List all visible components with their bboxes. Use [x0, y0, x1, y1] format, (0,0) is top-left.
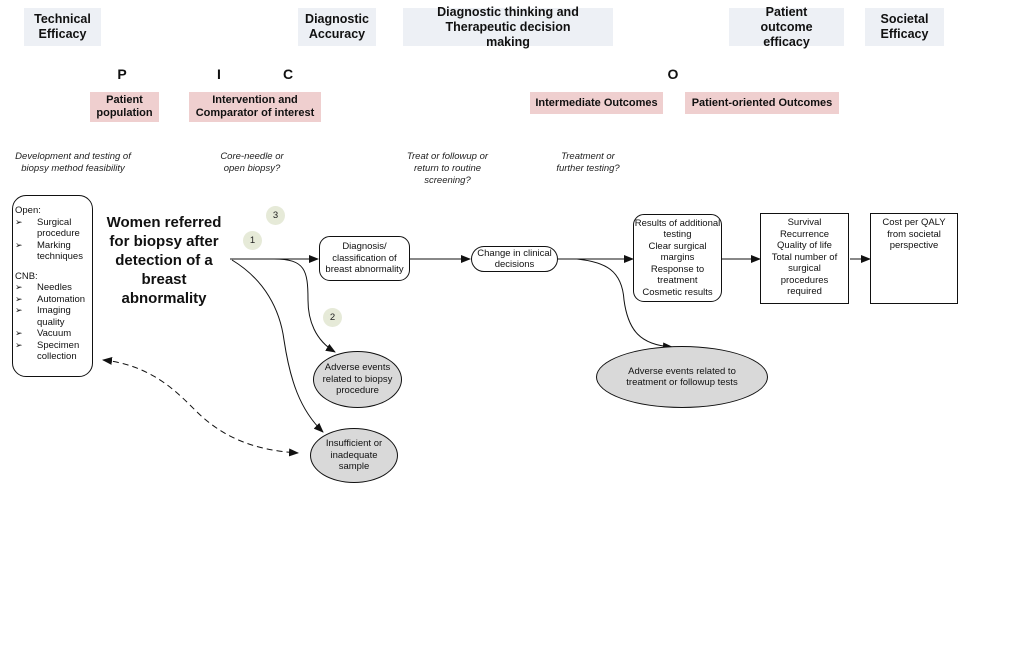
node-insufficient-sample: Insufficient or inadequate sample: [310, 428, 398, 483]
key-question-1: 1: [243, 231, 262, 250]
node-patient-outcomes: Survival Recurrence Quality of life Tota…: [760, 213, 849, 304]
feasibility-group-open: Open: ➢ Surgical procedure ➢ Marking techn…: [15, 205, 90, 263]
feasibility-group-title: Open:: [15, 205, 41, 216]
arrow-to-adverse-treatment: [576, 258, 673, 351]
node-adverse-events-treatment: Adverse events related to treatment or f…: [596, 346, 768, 408]
pico-letter-i: I: [217, 66, 221, 82]
pico-letter-o: O: [667, 66, 679, 82]
intermediate-outcome-item: Clear surgical margins: [648, 240, 707, 264]
feasibility-item: ➢ Specimen collection: [15, 340, 90, 363]
feasibility-item: ➢ Automation: [15, 294, 90, 306]
patient-outcome-item: Quality of life: [777, 240, 832, 251]
feasibility-item-label: Marking techniques: [37, 239, 83, 263]
feasibility-item-label: Imaging quality: [37, 305, 71, 328]
feasibility-item: ➢ Needles: [15, 282, 90, 294]
arrow-bullet-icon: ➢: [15, 239, 23, 250]
feasibility-group-title: CNB:: [15, 270, 38, 282]
arrow-to-insufficient-sample: [231, 259, 324, 433]
question-feasibility: Development and testing of biopsy method…: [15, 151, 131, 174]
arrow-bullet-icon: ➢: [15, 216, 23, 227]
intermediate-outcome-item: Cosmetic results: [642, 286, 713, 298]
header-diagnostic-accuracy: Diagnostic Accuracy: [298, 8, 376, 46]
question-treat-followup: Treat or followup or return to routine s…: [406, 151, 489, 186]
feasibility-group-cnb: CNB: ➢ Needles ➢ Automation ➢ Imaging quali…: [15, 271, 90, 363]
feasibility-item: ➢ Surgical procedure: [15, 217, 90, 240]
intermediate-outcome-item: Response to treatment: [650, 263, 705, 287]
node-clinical-decisions: Change in clinical decisions: [471, 246, 558, 272]
arrow-bullet-icon: ➢: [15, 293, 23, 304]
node-adverse-events-biopsy: Adverse events related to biopsy procedu…: [313, 351, 402, 408]
node-societal-outcome: Cost per QALY from societal perspective: [870, 213, 958, 304]
header-diagnostic-thinking: Diagnostic thinking and Therapeutic deci…: [403, 5, 613, 49]
feasibility-item-label: Automation: [37, 293, 86, 305]
pico-intervention-comparator: Intervention and Comparator of interest: [189, 92, 321, 122]
feasibility-item-label: Surgical procedure: [37, 216, 80, 240]
pico-intermediate-outcomes: Intermediate Outcomes: [530, 92, 663, 114]
key-question-3: 3: [266, 206, 285, 225]
question-core-needle: Core-needle or open biopsy?: [220, 151, 284, 174]
feasibility-item: ➢ Vacuum: [15, 328, 90, 340]
pico-letter-c: C: [282, 66, 294, 82]
population-statement: Women referred for biopsy after detectio…: [106, 214, 222, 307]
header-technical-efficacy: Technical Efficacy: [24, 8, 101, 46]
patient-outcome-item: Total number of surgical procedures requ…: [771, 251, 838, 298]
arrow-bullet-icon: ➢: [15, 305, 23, 315]
node-intermediate-outcomes: Results of additional testing Clear surg…: [633, 214, 722, 302]
pico-letter-p: P: [117, 66, 127, 82]
arrow-bullet-icon: ➢: [15, 282, 23, 292]
patient-outcome-item: Survival: [787, 217, 822, 228]
question-treatment-testing: Treatment or further testing?: [556, 151, 620, 174]
arrow-bullet-icon: ➢: [15, 339, 23, 350]
arrow-to-adverse-biopsy: [273, 258, 336, 353]
feasibility-item-label: Specimen collection: [37, 339, 80, 363]
pico-patient-population: Patient population: [90, 92, 159, 122]
feasibility-item-label: Vacuum: [37, 328, 72, 339]
key-question-2: 2: [323, 308, 342, 327]
dashed-feasibility-insufficient: [102, 356, 299, 457]
intermediate-outcome-item: Results of additional testing: [634, 217, 721, 241]
header-patient-outcome-efficacy: Patient outcome efficacy: [729, 5, 844, 49]
feasibility-item: ➢ Imaging quality: [15, 305, 90, 328]
arrow-bullet-icon: ➢: [15, 328, 23, 338]
feasibility-item-label: Needles: [37, 282, 72, 293]
patient-outcome-item: Recurrence: [779, 228, 830, 240]
header-societal-efficacy: Societal Efficacy: [865, 8, 944, 46]
feasibility-box: Open: ➢ Surgical procedure ➢ Marking techn…: [12, 195, 93, 377]
feasibility-item: ➢ Marking techniques: [15, 240, 90, 263]
pico-patient-oriented-outcomes: Patient-oriented Outcomes: [685, 92, 839, 114]
node-diagnosis: Diagnosis/ classification of breast abno…: [319, 236, 410, 281]
